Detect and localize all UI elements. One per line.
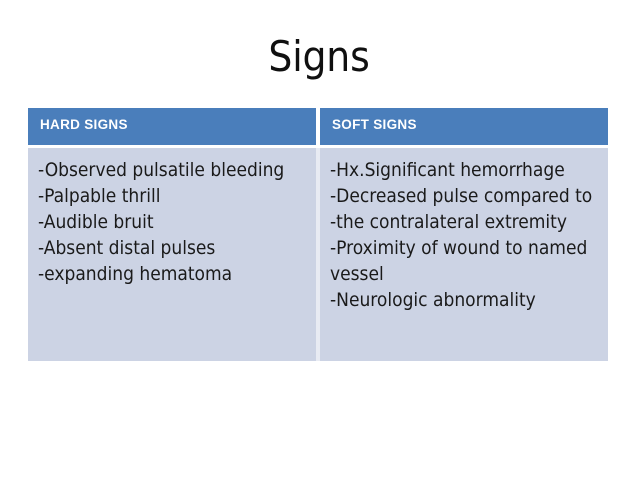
column-header-hard-signs: HARD SIGNS bbox=[28, 108, 316, 145]
column-divider bbox=[316, 148, 320, 361]
soft-sign-item: -Decreased pulse compared to bbox=[330, 185, 593, 207]
table-body-row: -Observed pulsatile bleeding -Palpable t… bbox=[28, 148, 608, 361]
table-header-row: HARD SIGNS SOFT SIGNS bbox=[28, 108, 608, 145]
page-title: Signs bbox=[268, 32, 370, 81]
soft-sign-item: -Neurologic abnormality bbox=[330, 289, 536, 311]
hard-sign-item: -Audible bruit bbox=[38, 211, 154, 233]
soft-sign-item: -the contralateral extremity bbox=[330, 211, 567, 233]
signs-table: HARD SIGNS SOFT SIGNS -Observed pulsatil… bbox=[28, 108, 608, 361]
column-header-soft-signs: SOFT SIGNS bbox=[320, 108, 608, 145]
soft-sign-item: -Hx.Significant hemorrhage bbox=[330, 159, 565, 181]
hard-sign-item: -expanding hematoma bbox=[38, 263, 233, 285]
cell-soft-signs: -Hx.Significant hemorrhage -Decreased pu… bbox=[320, 148, 608, 361]
column-divider bbox=[316, 108, 320, 145]
hard-sign-item: -Absent distal pulses bbox=[38, 237, 216, 259]
cell-hard-signs: -Observed pulsatile bleeding -Palpable t… bbox=[28, 148, 316, 361]
soft-sign-item: vessel bbox=[330, 263, 384, 285]
hard-sign-item: -Palpable thrill bbox=[38, 185, 161, 207]
hard-sign-item: -Observed pulsatile bleeding bbox=[38, 159, 285, 181]
soft-sign-item: -Proximity of wound to named bbox=[330, 237, 588, 259]
